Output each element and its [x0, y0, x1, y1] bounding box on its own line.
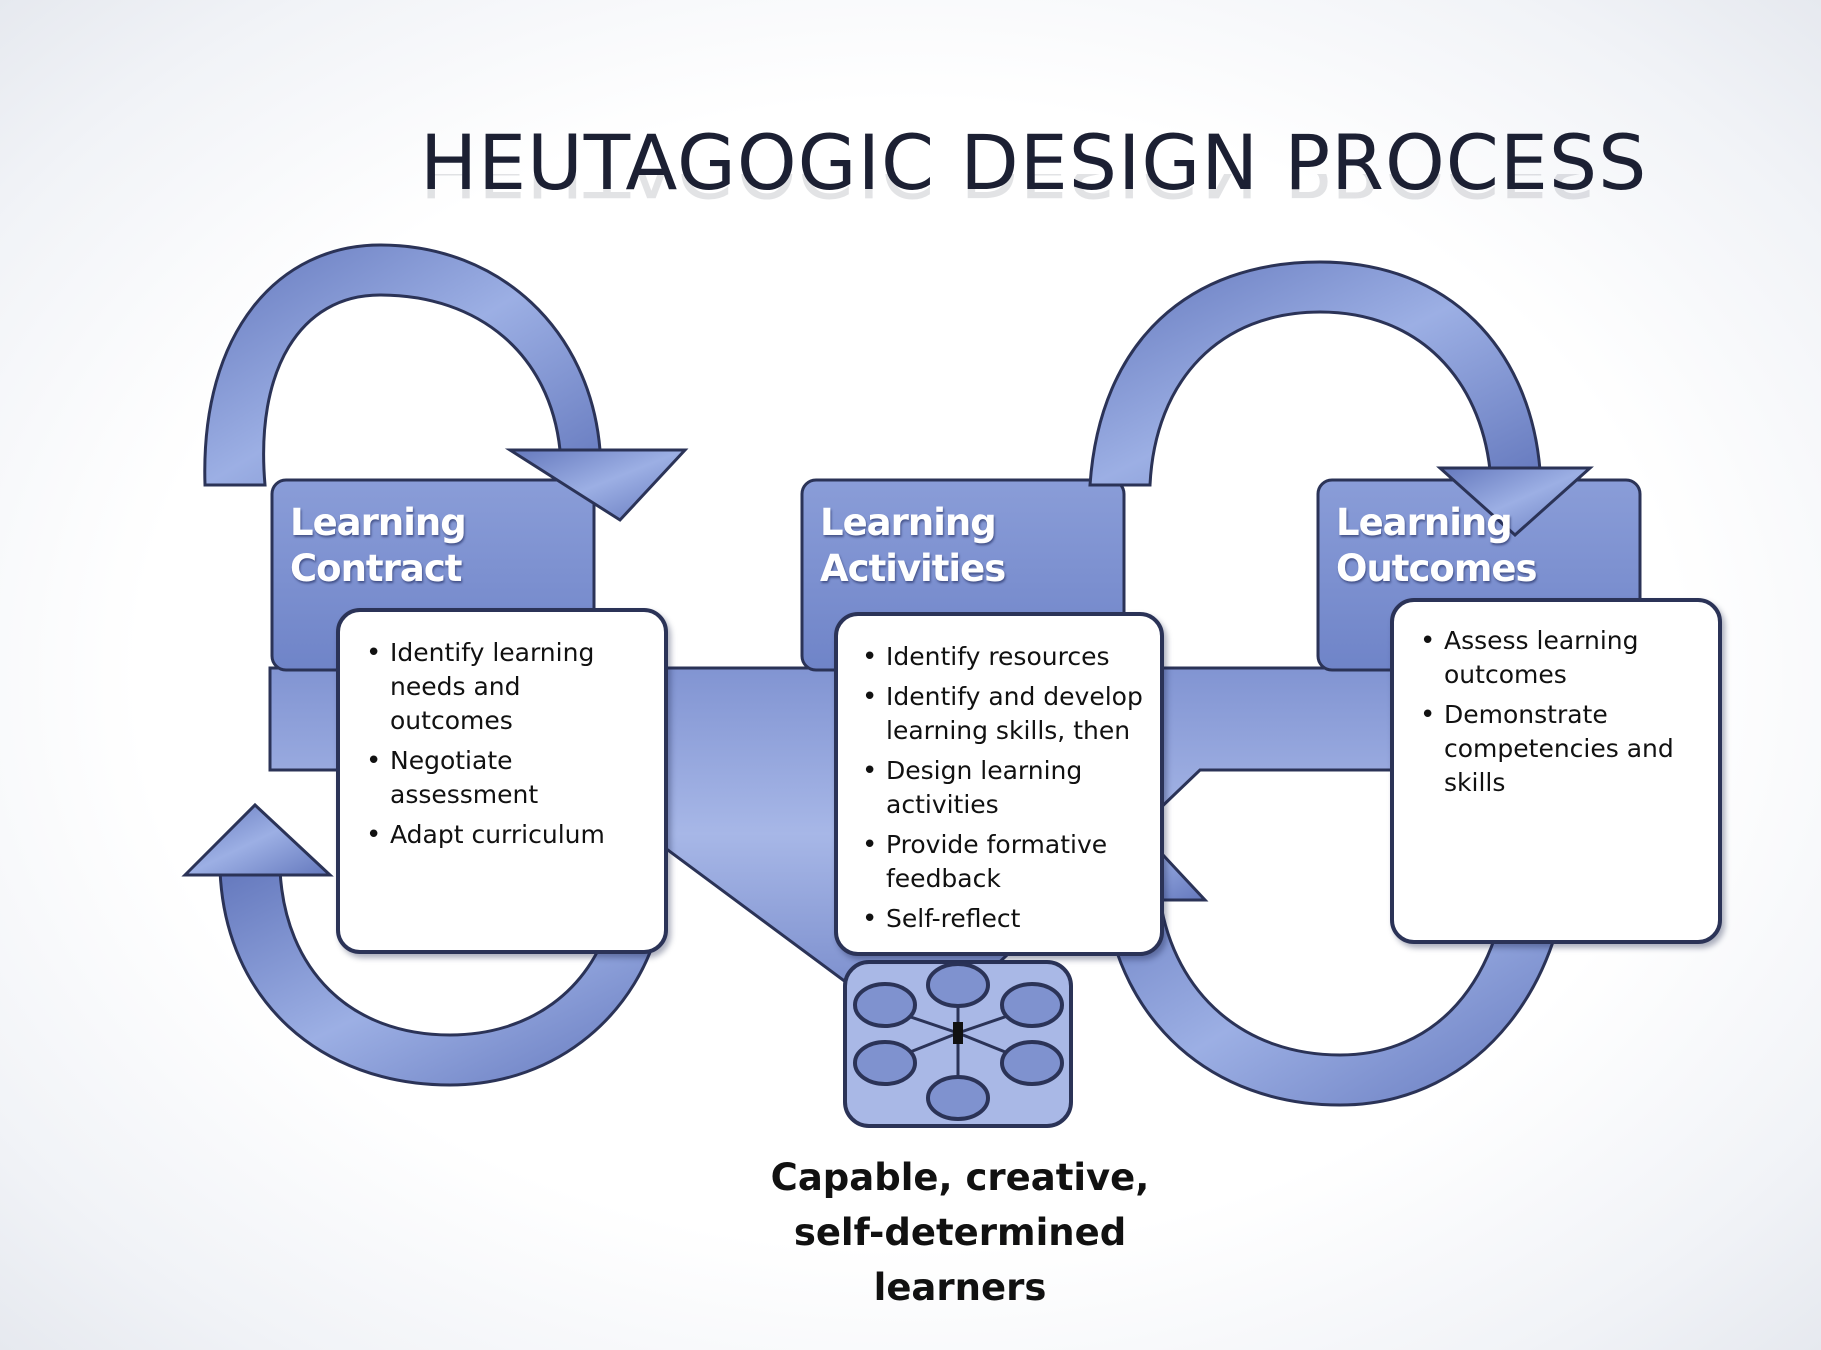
stage-label-activities: Learning Activities	[820, 500, 1006, 592]
stage-label-line2: Contract	[290, 547, 462, 590]
circular-arrow-icon	[1088, 260, 1594, 538]
caption-line: learners	[873, 1266, 1047, 1309]
stage-card-outcomes: Assess learning outcomes Demonstrate com…	[1390, 598, 1722, 944]
list-item: Design learning activities	[858, 754, 1150, 822]
stage-label-line1: Learning	[820, 501, 997, 544]
learner-caption: Capable, creative, self-determined learn…	[720, 1150, 1200, 1315]
stage-label-line2: Activities	[820, 547, 1006, 590]
stage-label-contract: Learning Contract	[290, 500, 467, 592]
caption-line: self-determined	[793, 1211, 1127, 1254]
caption-line: Capable, creative,	[770, 1156, 1150, 1199]
list-item: Provide formative feedback	[858, 828, 1150, 896]
circular-arrow-icon	[181, 802, 662, 1087]
circular-arrow-icon	[203, 243, 689, 522]
stage-card-contract: Identify learning needs and outcomes Neg…	[336, 608, 668, 954]
stage-item-list: Identify resources Identify and develop …	[858, 640, 1150, 936]
stage-label-line1: Learning	[1336, 501, 1513, 544]
stage-card-activities: Identify resources Identify and develop …	[834, 612, 1164, 956]
diagram-title-reflection: HEUTAGOGIC DESIGN PROCESS	[420, 174, 1600, 214]
list-item: Demonstrate competencies and skills	[1416, 698, 1708, 800]
stage-label-line1: Learning	[290, 501, 467, 544]
list-item: Negotiate assessment	[362, 744, 650, 812]
stage-label-line2: Outcomes	[1336, 547, 1538, 590]
list-item: Self-reflect	[858, 902, 1150, 936]
list-item: Identify learning needs and outcomes	[362, 636, 650, 738]
list-item: Identify and develop learning skills, th…	[858, 680, 1150, 748]
list-item: Assess learning outcomes	[1416, 624, 1708, 692]
stage-item-list: Assess learning outcomes Demonstrate com…	[1416, 624, 1708, 800]
list-item: Identify resources	[858, 640, 1150, 674]
learner-network-icon	[843, 960, 1073, 1128]
list-item: Adapt curriculum	[362, 818, 650, 852]
diagram-title: HEUTAGOGIC DESIGN PROCESS	[420, 118, 1648, 207]
stage-label-outcomes: Learning Outcomes	[1336, 500, 1538, 592]
stage-item-list: Identify learning needs and outcomes Neg…	[362, 636, 650, 852]
